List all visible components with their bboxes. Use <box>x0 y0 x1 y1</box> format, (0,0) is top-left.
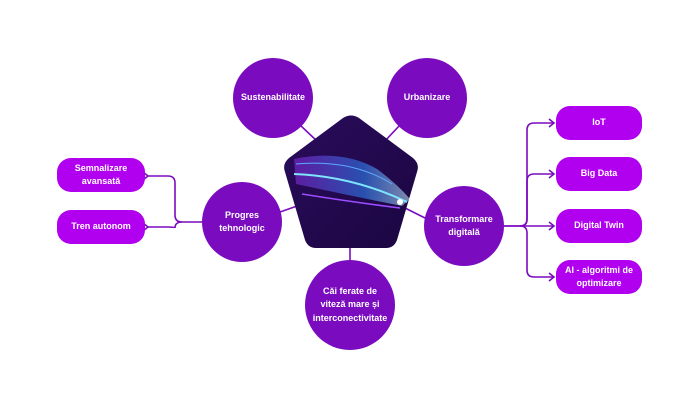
node-high-speed-rail: Căi ferate de viteză mare și interconect… <box>305 260 395 350</box>
left-item-signaling: Semnalizare avansată <box>57 158 145 192</box>
right-item-big-data: Big Data <box>556 157 642 191</box>
node-digital-transformation: Transformare digitală <box>424 186 504 266</box>
right-item-iot: IoT <box>556 106 642 140</box>
right-item-ai-optimization: AI - algoritmi de optimizare <box>556 260 642 294</box>
train-image <box>284 115 418 248</box>
node-tech-progress: Progres tehnologic <box>202 182 282 262</box>
node-urbanization: Urbanizare <box>387 58 467 138</box>
node-sustainability: Sustenabilitate <box>233 58 313 138</box>
right-item-digital-twin: Digital Twin <box>556 209 642 243</box>
left-item-autonomous-train: Tren autonom <box>57 210 145 244</box>
